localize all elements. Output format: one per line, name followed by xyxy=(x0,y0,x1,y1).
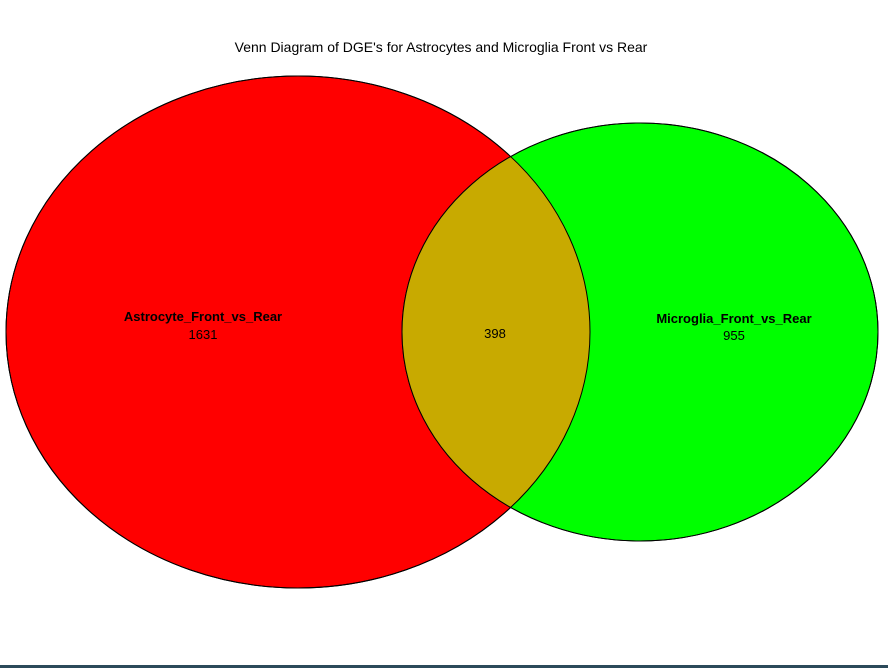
astrocyte-only-count: 1631 xyxy=(189,327,218,342)
microglia-only-count: 955 xyxy=(723,328,745,343)
microglia-set-label: Microglia_Front_vs_Rear xyxy=(656,311,811,326)
diagram-title: Venn Diagram of DGE's for Astrocytes and… xyxy=(235,39,648,55)
intersection-region xyxy=(402,123,590,541)
astrocyte-set-label: Astrocyte_Front_vs_Rear xyxy=(124,309,282,324)
astrocyte-set-outline xyxy=(5,75,591,589)
microglia-set-outline xyxy=(401,122,879,542)
intersection-count: 398 xyxy=(484,326,506,341)
